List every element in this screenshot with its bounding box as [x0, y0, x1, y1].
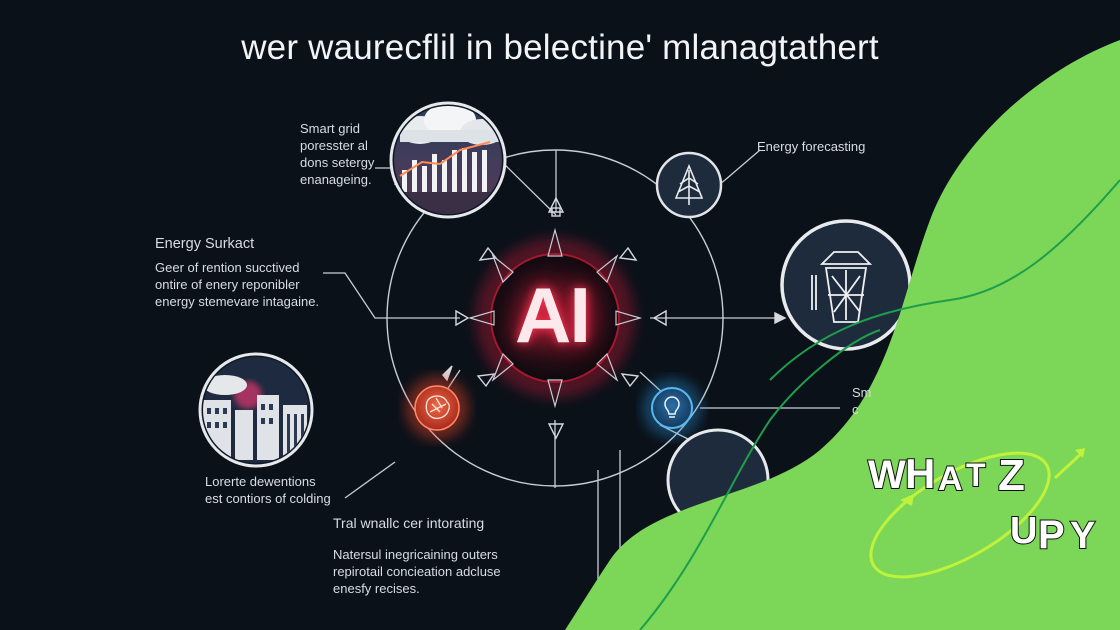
- svg-text:H: H: [905, 450, 935, 497]
- green-overlay: [565, 40, 1120, 630]
- svg-text:U: U: [1010, 510, 1037, 552]
- label-line: enesfy recises.: [333, 581, 420, 596]
- whatzupy-logo: W H A T Z U P Y: [867, 448, 1096, 579]
- label-line: Smart grid: [300, 121, 360, 136]
- label-bottom: Tral wnallc cer intorating Natersul ineg…: [333, 515, 501, 597]
- label-line: repirotail concieation adcluse: [333, 564, 501, 579]
- svg-text:W: W: [868, 453, 906, 497]
- svg-text:P: P: [1038, 513, 1065, 557]
- city-icon: [198, 352, 314, 468]
- label-smart-grid: Smart grid poresster al dons setergy ena…: [300, 120, 374, 188]
- ai-node: [467, 227, 643, 409]
- label-heading: Energy Surkact: [155, 236, 255, 252]
- arrow-markers: [442, 196, 787, 440]
- svg-text:T: T: [966, 457, 986, 493]
- label-energy-forecasting: Energy forecasting: [757, 139, 866, 154]
- ai-label: AI: [515, 271, 591, 359]
- svg-text:Z: Z: [998, 451, 1025, 500]
- recycle-bin-icon: [780, 219, 912, 351]
- brain-icon: [405, 376, 469, 440]
- page-title: wer waurecflil in belectine' mlanagtathe…: [241, 28, 879, 67]
- svg-text:Y: Y: [1070, 515, 1095, 557]
- label-line: energy stemevare intagaine.: [155, 294, 320, 309]
- label-line: Sm: [852, 385, 872, 400]
- label-line: est contiors of colding: [205, 491, 331, 506]
- forest-icon: [655, 151, 723, 219]
- label-heading: Tral wnallc cer intorating: [333, 515, 485, 531]
- label-lower-left: Lorerte dewentions est contiors of coldi…: [205, 473, 331, 507]
- label-line: enanageing.: [300, 172, 372, 187]
- cloud-chart-icon: [389, 101, 507, 219]
- svg-text:A: A: [938, 460, 963, 498]
- label-right-partial: Sm c: [852, 384, 872, 418]
- label-line: Geer of rention succtived: [155, 260, 300, 275]
- label-line: ontire of enery reponibler: [155, 277, 300, 292]
- label-energy-left: Energy Surkact Geer of rention succtived…: [155, 236, 319, 310]
- label-line: poresster al: [300, 138, 368, 153]
- lightbulb-icon: [642, 378, 702, 438]
- label-line: Natersul inegricaining outers: [333, 547, 498, 562]
- label-line: Lorerte dewentions: [205, 474, 316, 489]
- label-line: dons setergy: [300, 155, 375, 170]
- label-line: c: [852, 402, 859, 417]
